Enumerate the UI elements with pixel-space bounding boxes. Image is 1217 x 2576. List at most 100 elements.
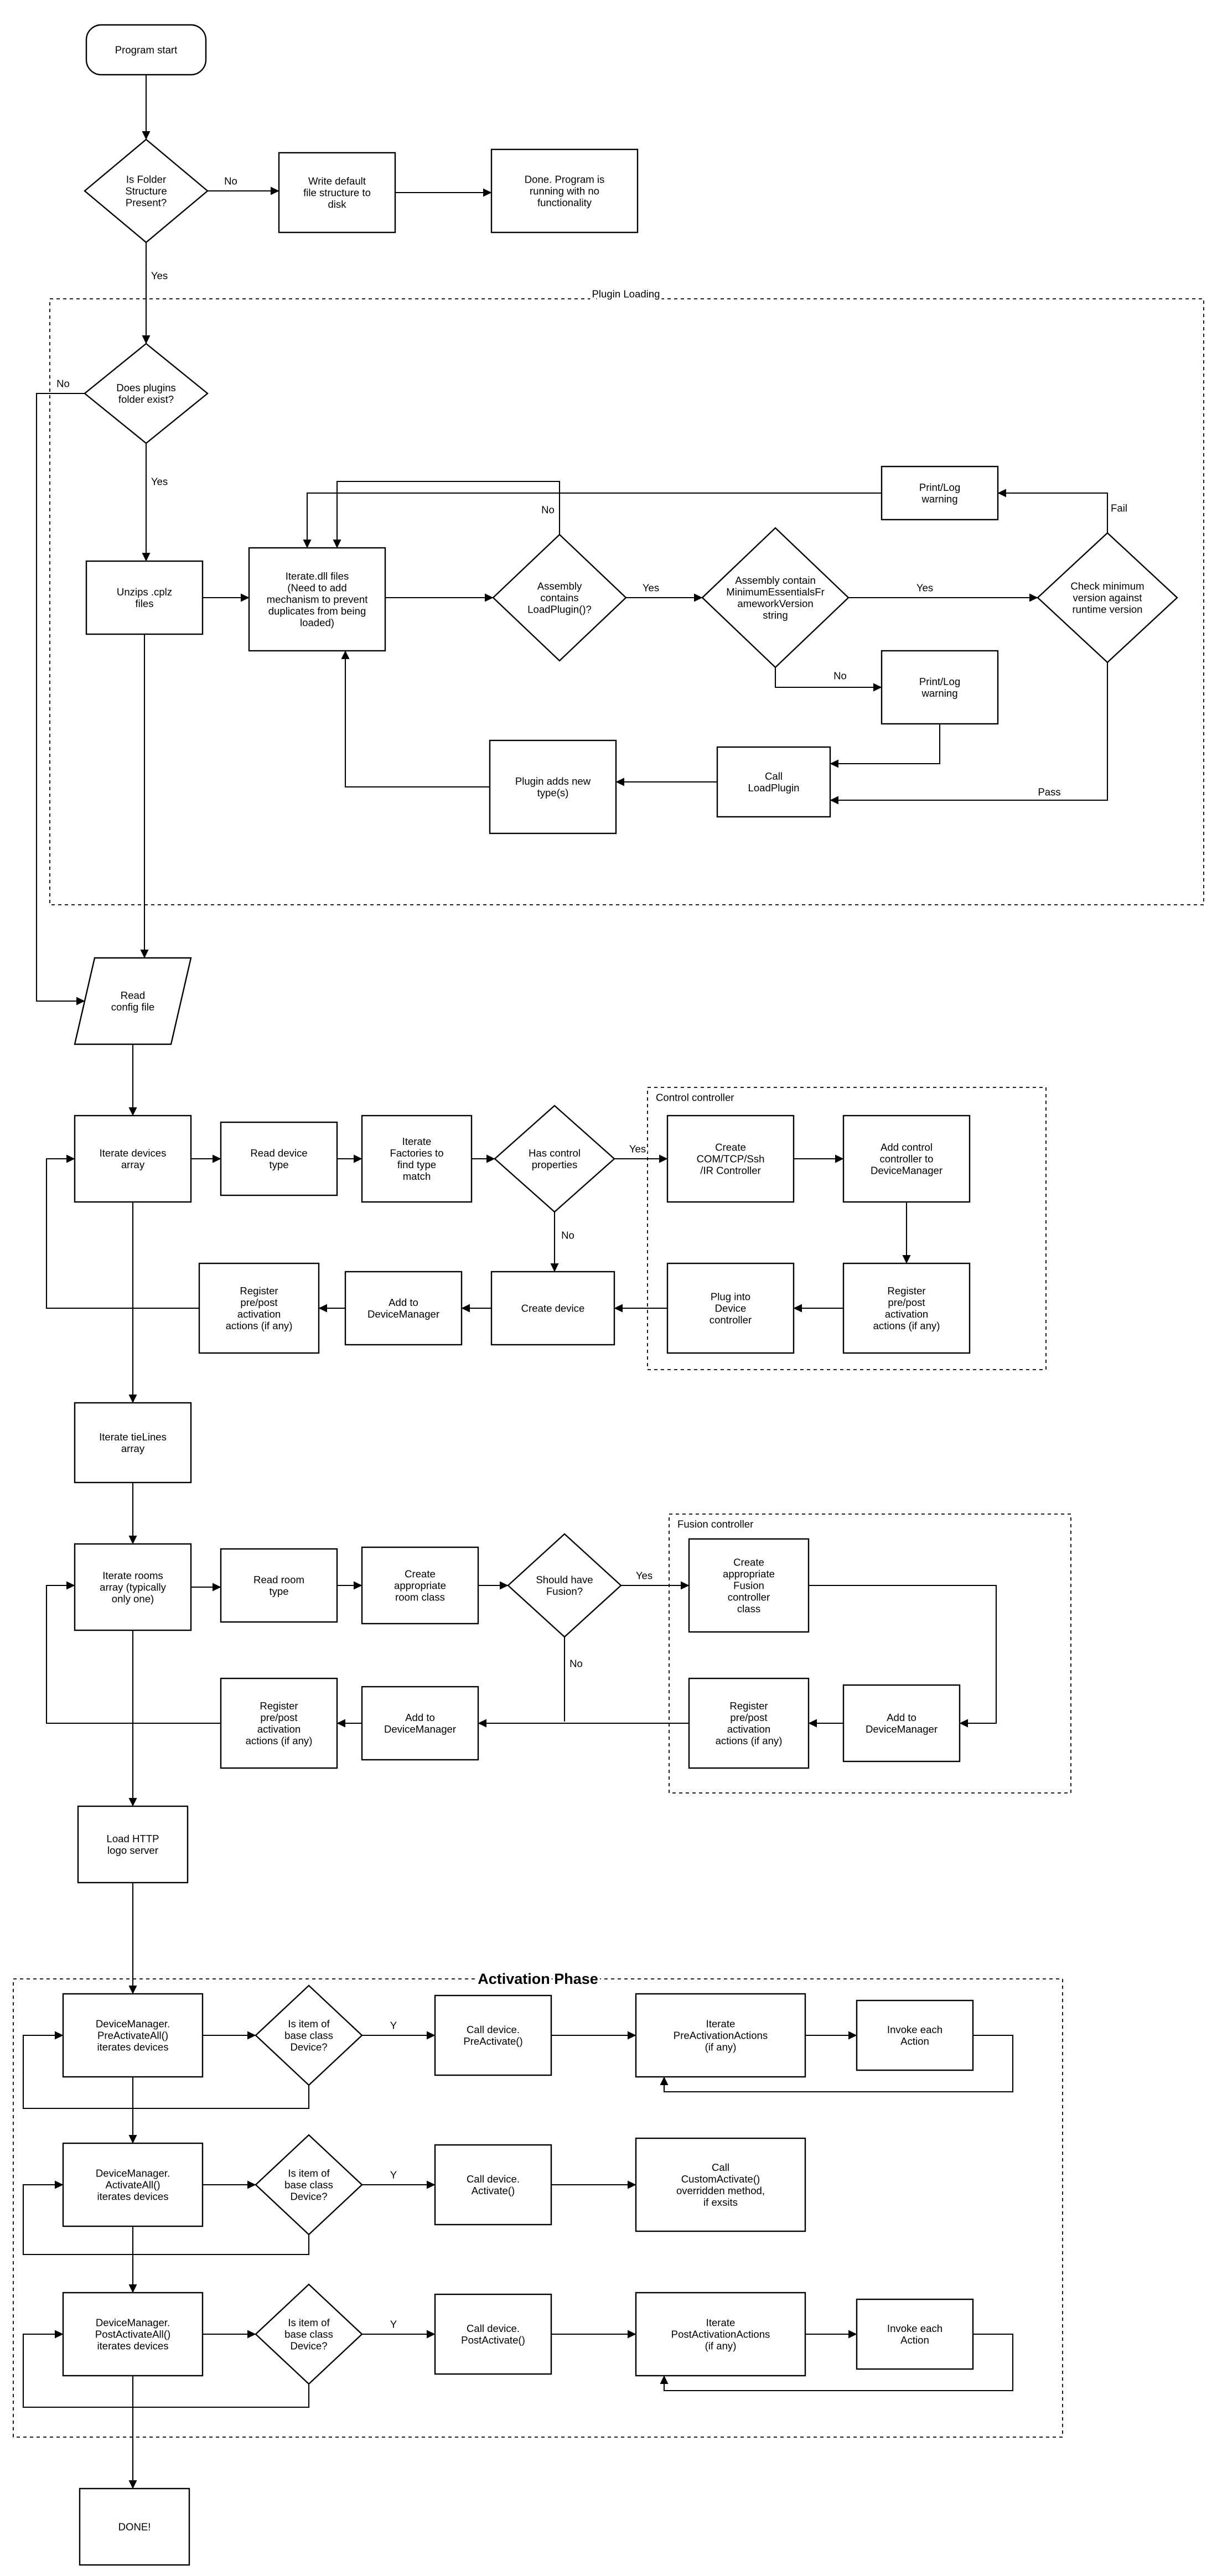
assembly-loadplugin-decision-label: LoadPlugin()? — [527, 604, 592, 615]
is-base-class-device-2-label: Is item of — [288, 2168, 330, 2179]
edge-10 — [997, 489, 1109, 533]
done-terminal-label: DONE! — [118, 2521, 151, 2533]
is-base-class-device-1-label: Device? — [290, 2041, 327, 2053]
register-actions-fusion-label: actions (if any) — [716, 1735, 783, 1746]
add-control-controller-label: DeviceManager — [871, 1165, 942, 1176]
edge-label-1: No — [224, 175, 237, 187]
call-device-preactivate: Call device.PreActivate() — [434, 1994, 552, 2076]
iterate-tielines-array-label: Iterate tieLines — [99, 1431, 167, 1443]
add-to-devicemanager-fusion-label: DeviceManager — [866, 1723, 938, 1735]
edge-13 — [774, 667, 882, 692]
assembly-minversion-decision-label: MinimumEssentialsFr — [726, 586, 825, 598]
iterate-factories-label: match — [403, 1170, 431, 1182]
devicemanager-preactivateall-label: PreActivateAll() — [97, 2030, 168, 2041]
iterate-rooms-array-label: array (typically — [100, 1582, 166, 1593]
devicemanager-postactivateall: DeviceManager.PostActivateAll()iterates … — [62, 2292, 204, 2377]
plug-into-device-controller-label: controller — [710, 1314, 752, 1326]
iterate-rooms-array-label: only one) — [112, 1593, 154, 1605]
assembly-loadplugin-decision-label: Assembly — [537, 580, 582, 592]
plug-into-device-controller-label: Device — [715, 1303, 747, 1314]
devicemanager-activateall-label: iterates devices — [97, 2191, 168, 2202]
iterate-preactivationactions-label: Iterate — [706, 2018, 736, 2030]
devicemanager-activateall: DeviceManager.ActivateAll()iterates devi… — [62, 2142, 204, 2227]
iterate-dll-files-label: Iterate.dll files — [286, 571, 349, 582]
write-default-structure-label: disk — [328, 199, 346, 210]
edge-label-3: Yes — [151, 270, 168, 282]
load-http-logo-server-label: Load HTTP — [107, 1833, 159, 1844]
iterate-dll-files-label: loaded) — [300, 617, 334, 629]
done-terminal: DONE! — [79, 2487, 190, 2566]
call-device-postactivate-label: Call device. — [467, 2323, 520, 2334]
assembly-minversion-decision-label: ameworkVersion — [737, 598, 813, 609]
add-to-devicemanager-devices-label: Add to — [389, 1297, 418, 1308]
invoke-each-action-pre-label: Action — [900, 2035, 929, 2047]
create-fusion-controller-label: Create — [733, 1557, 764, 1568]
print-log-warning-top-label: Print/Log — [919, 481, 960, 493]
edge-5 — [35, 392, 85, 1005]
call-customactivate-label: Call — [712, 2162, 729, 2173]
edge-label-23: Yes — [629, 1143, 646, 1155]
print-log-warning-top-label: warning — [921, 493, 957, 505]
iterate-preactivationactions-label: (if any) — [705, 2041, 737, 2053]
plug-into-device-controller-label: Plug into — [711, 1291, 750, 1303]
iterate-dll-files-label: (Need to add — [287, 582, 346, 594]
edge-43 — [45, 1581, 221, 1724]
plugin-loading-container-label: Plugin Loading — [592, 288, 660, 300]
create-fusion-controller-label: controller — [728, 1592, 770, 1603]
edge-14 — [830, 724, 941, 768]
create-room-class-label: appropriate — [394, 1580, 446, 1592]
is-base-class-device-3-label: base class — [284, 2329, 333, 2340]
edge-label-37: Yes — [636, 1570, 652, 1582]
edge-62 — [660, 2333, 1014, 2392]
print-log-warning-bottom-label: Print/Log — [919, 676, 960, 687]
edge-15 — [830, 662, 1109, 805]
call-device-preactivate-label: Call device. — [467, 2024, 520, 2035]
iterate-factories-label: find type — [397, 1159, 436, 1170]
call-loadplugin-label: Call — [765, 770, 783, 782]
devicemanager-preactivateall-label: iterates devices — [97, 2041, 168, 2053]
edge-50 — [660, 2034, 1014, 2093]
call-device-activate-label: Call device. — [467, 2173, 520, 2185]
is-base-class-device-3-label: Is item of — [288, 2317, 330, 2329]
register-actions-fusion-label: pre/post — [730, 1712, 768, 1723]
devicemanager-postactivateall-label: DeviceManager. — [96, 2317, 170, 2329]
create-device: Create device — [490, 1271, 615, 1346]
is-base-class-device-1-label: Is item of — [288, 2018, 330, 2030]
add-to-devicemanager-devices-label: DeviceManager — [367, 1308, 439, 1320]
print-log-warning-bottom-label: warning — [921, 687, 957, 699]
read-device-type-label: Read device — [250, 1147, 307, 1159]
is-base-class-device-3-label: Device? — [290, 2340, 327, 2352]
call-customactivate-label: overridden method, — [676, 2185, 765, 2196]
devicemanager-preactivateall-label: DeviceManager. — [96, 2018, 170, 2030]
edge-label-4: Yes — [151, 476, 168, 488]
iterate-tielines-array-label: array — [121, 1443, 145, 1454]
check-minimum-version-decision-label: runtime version — [1073, 604, 1143, 615]
check-minimum-version-decision-label: Check minimum — [1070, 580, 1144, 592]
write-default-structure-label: file structure to — [303, 187, 371, 199]
activation-phase-container: Activation Phase — [13, 1968, 1063, 2438]
register-actions-devices-label: activation — [237, 1308, 281, 1320]
has-control-properties-decision-label: Has control — [529, 1147, 581, 1159]
program-start-label: Program start — [115, 44, 178, 56]
iterate-preactivationactions-label: PreActivationActions — [674, 2030, 768, 2041]
edge-label-28: No — [561, 1230, 574, 1241]
